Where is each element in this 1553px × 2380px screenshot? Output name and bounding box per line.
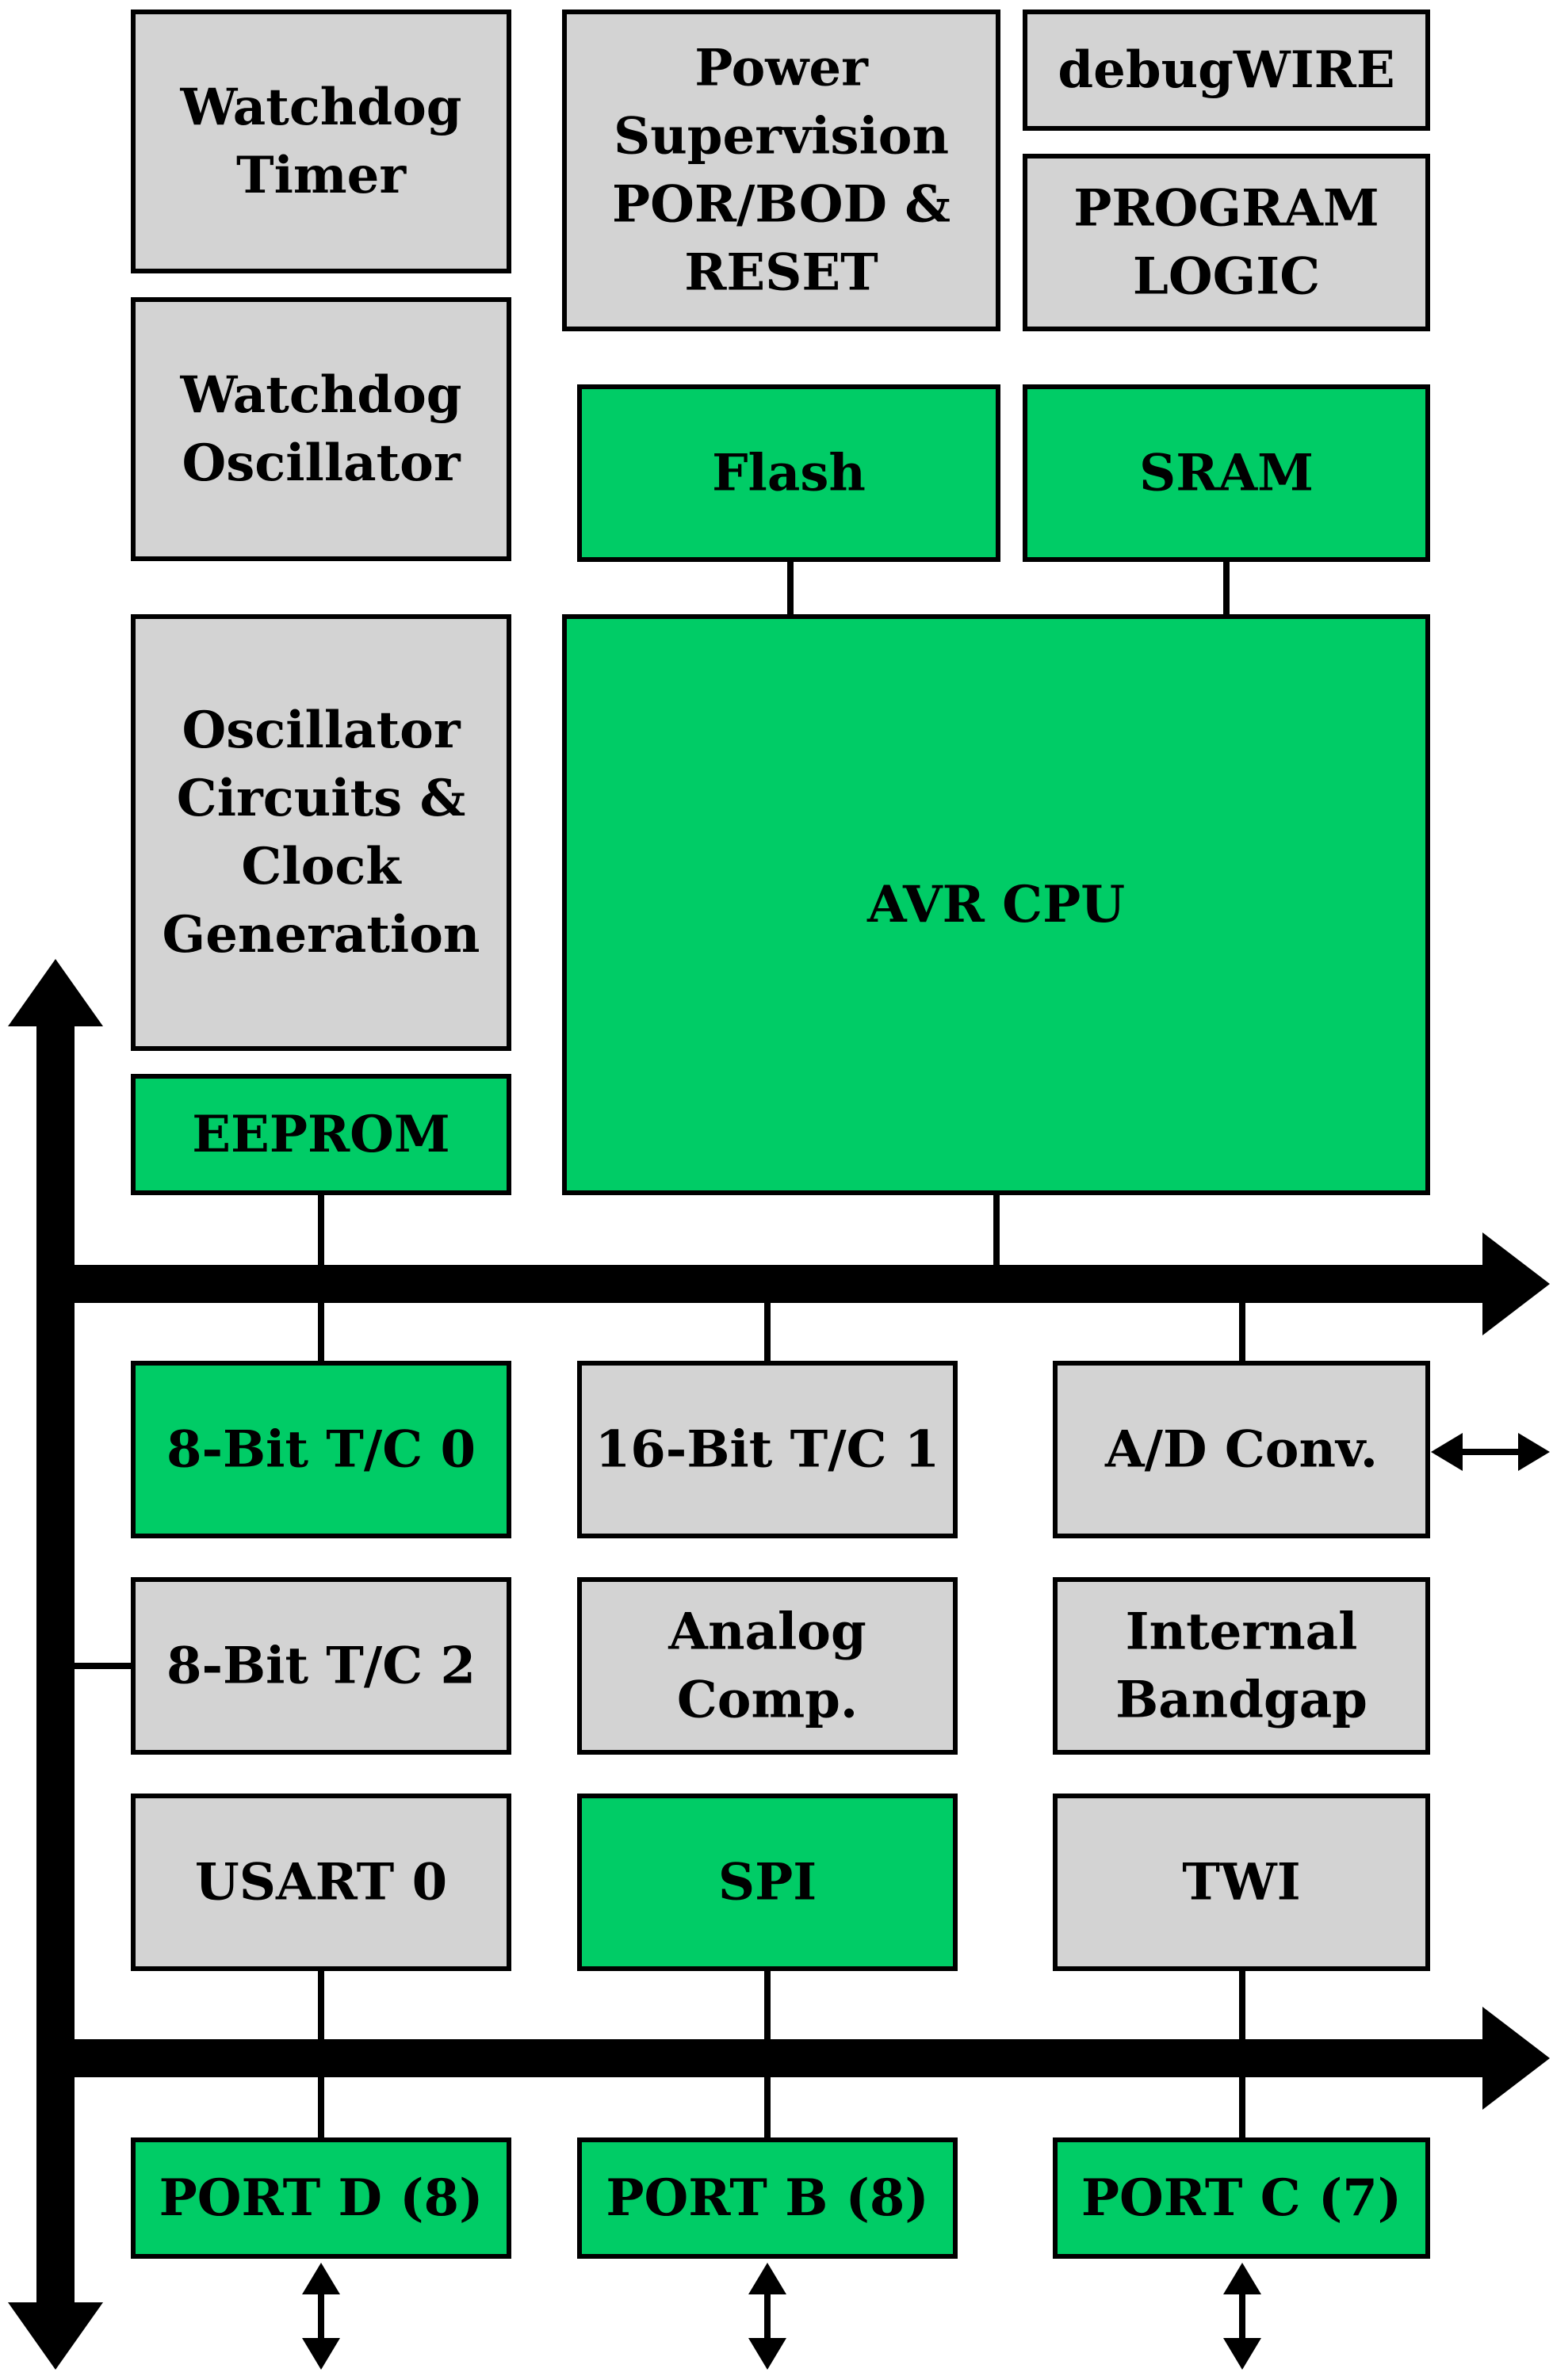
block-frame bbox=[1053, 1577, 1430, 1755]
port-b-io-arrow bbox=[748, 2263, 786, 2370]
block-frame bbox=[131, 2137, 511, 2259]
block-frame bbox=[1053, 1794, 1430, 1971]
block-label-line: USART 0 bbox=[195, 1853, 447, 1912]
block-label-line: Comp. bbox=[677, 1671, 858, 1730]
block-label-line: PORT C (7) bbox=[1081, 2168, 1402, 2228]
port-b-block: PORT B (8) bbox=[577, 2137, 958, 2259]
program-logic-block: PROGRAM LOGIC bbox=[1023, 154, 1430, 331]
block-label-line: debugWIRE bbox=[1058, 40, 1394, 100]
block-frame bbox=[577, 2137, 958, 2259]
block-label-line: Clock bbox=[241, 837, 402, 896]
data-buses bbox=[8, 959, 1550, 2370]
block-label-line: Watchdog bbox=[179, 365, 461, 425]
block-frame bbox=[1053, 1361, 1430, 1538]
block-frame bbox=[131, 1361, 511, 1538]
block-frame bbox=[131, 1074, 511, 1195]
tc1-block: 16-Bit T/C 1 bbox=[577, 1361, 958, 1538]
port-d-io-arrow bbox=[302, 2263, 340, 2370]
block-frame bbox=[1023, 10, 1430, 131]
port-c-io-arrow bbox=[1223, 2263, 1261, 2370]
block-label-line: 8-Bit T/C 0 bbox=[166, 1420, 476, 1480]
block-frame bbox=[577, 1794, 958, 1971]
block-label-line: RESET bbox=[684, 243, 878, 303]
block-label-line: PROGRAM bbox=[1073, 179, 1379, 239]
port-d-block: PORT D (8) bbox=[131, 2137, 511, 2259]
block-label-line: Generation bbox=[163, 905, 480, 965]
block-label-line: Internal bbox=[1126, 1603, 1358, 1662]
block-label-line: Supervision bbox=[614, 107, 949, 166]
usart0-block: USART 0 bbox=[131, 1794, 511, 1971]
avr-cpu-block: AVR CPU bbox=[562, 614, 1430, 1195]
block-label-line: Circuits & bbox=[177, 769, 465, 828]
adc-block: A/D Conv. bbox=[1053, 1361, 1430, 1538]
debugwire-block: debugWIRE bbox=[1023, 10, 1430, 131]
eeprom-block: EEPROM bbox=[131, 1074, 511, 1195]
twi-block: TWI bbox=[1053, 1794, 1430, 1971]
block-label-line: AVR CPU bbox=[866, 875, 1125, 934]
block-label-line: Analog bbox=[667, 1603, 866, 1662]
block-label-line: SRAM bbox=[1139, 444, 1314, 503]
block-label-line: LOGIC bbox=[1133, 247, 1320, 307]
block-label-line: PORT D (8) bbox=[159, 2168, 484, 2228]
block-label-line: SPI bbox=[718, 1853, 817, 1912]
block-label-line: EEPROM bbox=[192, 1105, 449, 1164]
block-label-line: Timer bbox=[236, 146, 407, 205]
block-frame bbox=[1023, 154, 1430, 331]
block-frame bbox=[562, 10, 1000, 331]
spi-block: SPI bbox=[577, 1794, 958, 1971]
block-label-line: 16-Bit T/C 1 bbox=[595, 1420, 940, 1480]
block-frame bbox=[131, 10, 511, 273]
block-frame bbox=[1023, 384, 1430, 562]
block-frame bbox=[131, 1794, 511, 1971]
lower-bus-arrow-right bbox=[1482, 2007, 1550, 2110]
block-label-line: PORT B (8) bbox=[606, 2168, 928, 2228]
block-label-line: A/D Conv. bbox=[1104, 1420, 1378, 1480]
tc2-block: 8-Bit T/C 2 bbox=[131, 1577, 511, 1755]
vertical-bus-arrow-up bbox=[8, 959, 103, 1026]
port-c-block: PORT C (7) bbox=[1053, 2137, 1430, 2259]
block-frame bbox=[131, 614, 511, 1051]
block-label-line: Oscillator bbox=[182, 434, 461, 493]
block-frame bbox=[562, 614, 1430, 1195]
block-label-line: Bandgap bbox=[1115, 1671, 1367, 1730]
vertical-bus-arrow-down bbox=[8, 2302, 103, 2370]
block-frame bbox=[577, 1577, 958, 1755]
tc0-block: 8-Bit T/C 0 bbox=[131, 1361, 511, 1538]
block-label-line: POR/BOD & bbox=[612, 175, 951, 235]
block-label-line: Flash bbox=[712, 444, 866, 503]
block-frame bbox=[131, 297, 511, 561]
block-label-line: Power bbox=[694, 39, 869, 98]
block-label-line: Oscillator bbox=[182, 701, 461, 760]
block-frame bbox=[577, 384, 1000, 562]
block-frame bbox=[131, 1577, 511, 1755]
block-label-line: 8-Bit T/C 2 bbox=[166, 1637, 476, 1696]
flash-block: Flash bbox=[577, 384, 1000, 562]
io-arrows bbox=[302, 1433, 1550, 2370]
sram-block: SRAM bbox=[1023, 384, 1430, 562]
block-label-line: TWI bbox=[1182, 1853, 1300, 1912]
upper-bus-arrow-right bbox=[1482, 1232, 1550, 1335]
block-label-line: Watchdog bbox=[179, 78, 461, 137]
block-frame bbox=[1053, 2137, 1430, 2259]
adc-io-arrow bbox=[1431, 1433, 1550, 1471]
block-frame bbox=[577, 1361, 958, 1538]
